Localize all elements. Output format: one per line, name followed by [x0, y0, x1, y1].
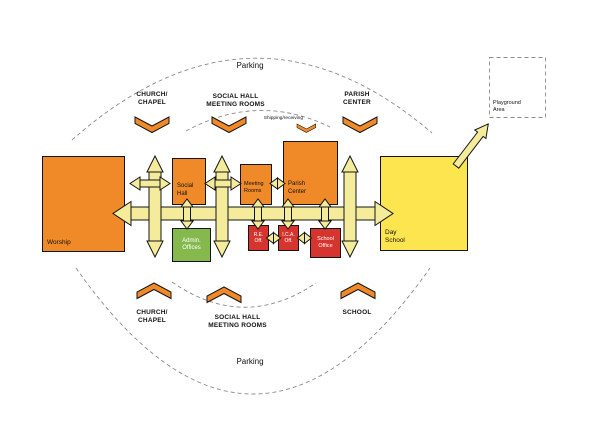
- cross-bar: [215, 169, 229, 244]
- circulation-cross-east: [341, 154, 359, 259]
- arrow-up: [146, 154, 164, 173]
- entrance-label-line: CHAPEL: [138, 99, 166, 107]
- building-label: R.E.: [253, 231, 264, 238]
- building-label: Worship: [47, 238, 71, 246]
- arrow-left: [129, 176, 141, 191]
- building-label: Social: [177, 183, 194, 189]
- corridor-spine: [112, 200, 394, 227]
- receiving-label: Shipping/receiving: [263, 116, 303, 121]
- entrance-arrow-social-bottom: [206, 286, 242, 304]
- building-school-office: School Office: [310, 228, 341, 258]
- cross-bar: [148, 169, 162, 244]
- building-parish-center: Parish Center: [283, 141, 338, 205]
- entrance-label-parish-top: PARISH CENTER: [322, 91, 392, 108]
- arrow-down: [146, 240, 164, 259]
- connector-bar: [284, 205, 292, 223]
- building-worship: Worship: [42, 156, 125, 252]
- building-label: Admin.: [182, 237, 201, 244]
- link-worship-social-hall: [129, 176, 171, 191]
- parking-arc-bottom: [75, 267, 431, 395]
- chevron-up-icon: [136, 282, 172, 300]
- building-label: I.C.A.: [282, 231, 295, 238]
- building-label: Hall: [177, 190, 188, 197]
- connector-bar: [254, 205, 262, 223]
- chevron-up-icon: [340, 282, 376, 300]
- building-label: Office: [318, 243, 333, 249]
- arrow-up: [213, 154, 231, 173]
- entrance-arrow-parish-top: [342, 116, 378, 134]
- playground-label-line: Playground: [493, 100, 521, 106]
- chevron-down-icon: [134, 116, 170, 134]
- building-social-hall: Social Hall: [172, 158, 206, 205]
- circulation-cross-center: [213, 154, 231, 259]
- building-label: Parish: [288, 181, 306, 187]
- building-label: Meeting: [244, 181, 264, 188]
- arrow-down: [341, 240, 359, 259]
- connector-bar: [321, 205, 329, 223]
- playground-label-line: Area: [493, 107, 505, 114]
- parking-label-bottom: Parking: [236, 357, 264, 366]
- entrance-label-line: CHAPEL: [138, 317, 166, 325]
- entrance-label-line: SOCIAL HALL: [212, 93, 259, 100]
- entrance-arrow-church-bottom: [136, 282, 172, 300]
- building-label: Offices: [182, 245, 201, 251]
- arrow-down: [213, 240, 231, 259]
- entrance-label-line: CHURCH/: [136, 309, 168, 316]
- corridor-spine-bar: [128, 206, 378, 221]
- entrance-arrow-receiving: [296, 123, 316, 133]
- building-label: Off.: [254, 238, 263, 244]
- arrow-up: [341, 154, 359, 173]
- building-label: School: [317, 236, 334, 243]
- entrance-arrow-social-top: [211, 116, 247, 134]
- building-ica-office: I.C.A. Off.: [278, 225, 299, 251]
- chevron-up-icon: [206, 286, 242, 304]
- entrance-arrow-school-bottom: [340, 282, 376, 300]
- chevron-down-icon: [296, 123, 316, 133]
- entrance-label-social-top: SOCIAL HALL MEETING ROOMS: [193, 93, 278, 110]
- building-admin-offices: Admin. Offices: [172, 228, 211, 262]
- cross-bar: [343, 169, 357, 244]
- entrance-label-line: CHURCH/: [136, 91, 168, 98]
- building-day-school: Day School: [380, 156, 468, 251]
- link-bar: [137, 179, 163, 188]
- building-label: Off.: [284, 238, 293, 244]
- parking-label-top: Parking: [236, 61, 264, 70]
- entrance-label-school-bottom: SCHOOL: [342, 309, 372, 316]
- connector-bar: [183, 205, 191, 223]
- entrance-label-line: MEETING ROOMS: [208, 322, 267, 330]
- entrance-label-line: MEETING ROOMS: [206, 101, 265, 109]
- building-re-office: R.E. Off.: [248, 225, 269, 251]
- playground-label: Playground Area: [493, 100, 543, 114]
- entrance-arrow-church-top: [134, 116, 170, 134]
- building-label: Rooms: [244, 188, 262, 195]
- entrance-label-line: SOCIAL HALL: [214, 314, 261, 321]
- chevron-down-icon: [342, 116, 378, 134]
- chevron-down-icon: [211, 116, 247, 134]
- building-label: Center: [288, 188, 307, 195]
- entrance-label-social-bottom: SOCIAL HALL MEETING ROOMS: [190, 314, 285, 331]
- entrance-label-church-top: CHURCH/ CHAPEL: [117, 91, 187, 108]
- parking-arc-bottom-inner: [171, 281, 317, 308]
- entrance-label-church-bottom: CHURCH/ CHAPEL: [117, 309, 187, 326]
- building-label: Day: [385, 228, 397, 236]
- circulation-cross-west: [146, 154, 164, 259]
- entrance-label-line: CENTER: [343, 99, 371, 107]
- arrow-left: [204, 176, 216, 191]
- building-meeting-rooms: Meeting Rooms: [240, 164, 272, 205]
- parking-arc-top-inner: [185, 110, 331, 132]
- building-label: School: [385, 236, 405, 244]
- arrow-right: [159, 176, 171, 191]
- entrance-label-line: PARISH: [344, 91, 370, 98]
- link-bar: [212, 179, 234, 188]
- link-social-hall-meeting-rooms: [204, 176, 242, 191]
